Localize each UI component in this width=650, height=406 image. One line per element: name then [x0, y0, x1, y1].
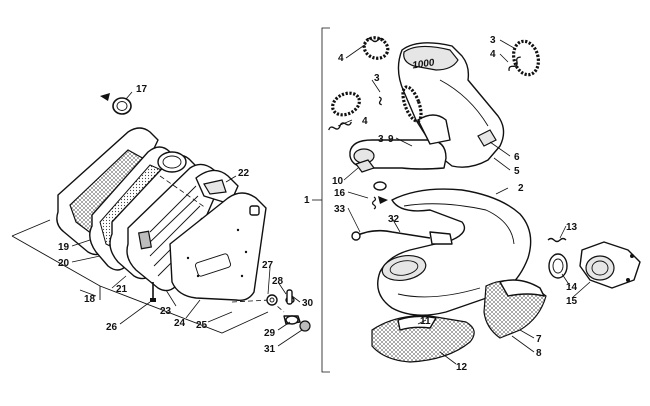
- gasket-14: [548, 253, 568, 279]
- callout-26: 26: [106, 322, 118, 333]
- callout-3a: 3: [490, 35, 496, 46]
- part-16-washer: [373, 181, 387, 191]
- callout-19: 19: [58, 242, 70, 253]
- base-outline: [11, 219, 269, 334]
- arrow-17: [100, 93, 110, 101]
- manifold-port: [585, 255, 615, 281]
- callout-21: 21: [116, 284, 128, 295]
- callout-2: 2: [518, 183, 524, 194]
- clamp-3-mid: [401, 85, 423, 123]
- muffler-neck: [417, 114, 451, 145]
- heat-shield-7: [499, 279, 545, 297]
- panel-24-tab: [249, 205, 260, 216]
- sensor-plug: [351, 231, 361, 241]
- muffler-seam: [439, 79, 489, 127]
- panel-opening: [157, 151, 187, 173]
- callout-22: 22: [238, 168, 250, 179]
- grommet-17: [112, 97, 132, 115]
- heat-shield-panel-24: [169, 192, 267, 302]
- part-10: [355, 159, 375, 173]
- callout-31: 31: [264, 344, 276, 355]
- chamber-seam-bottom: [397, 287, 481, 298]
- spring-small: [378, 96, 382, 106]
- callout-14: 14: [566, 282, 578, 293]
- sensor-33: [429, 231, 453, 245]
- callout-32: 32: [388, 214, 400, 225]
- callout-labels: 1 2 3 3 3 4 4 4 5 6 7 8 9 10 11 12 13 14…: [58, 35, 578, 373]
- mounting-bracket: [137, 230, 153, 250]
- panel-24-rivets: [186, 228, 248, 278]
- callout-24: 24: [174, 318, 186, 329]
- chamber-inlet-inner: [389, 260, 419, 276]
- panel-24-slot: [194, 253, 232, 277]
- callout-27: 27: [262, 260, 274, 271]
- grommet-17-inner: [116, 101, 128, 111]
- clamp-3-upper: [362, 36, 390, 60]
- assembly-line-2: [231, 299, 285, 313]
- callout-9: 9: [388, 134, 394, 145]
- gasket-14-inner: [552, 258, 564, 274]
- heat-label-6: [477, 129, 497, 147]
- stud-30: [286, 289, 293, 305]
- callout-29: 29: [264, 328, 276, 339]
- callout-33: 33: [334, 204, 346, 215]
- callout-17: 17: [136, 84, 148, 95]
- fastener-26-head: [150, 298, 156, 302]
- callout-13: 13: [566, 222, 578, 233]
- callout-23: 23: [160, 306, 172, 317]
- callout-18: 18: [84, 294, 96, 305]
- sensor-wire-32: [355, 229, 431, 239]
- left-assembly: [11, 93, 311, 334]
- spring-4-right: [508, 56, 521, 72]
- spring-4-upper: [365, 37, 385, 43]
- spring-16: [371, 196, 377, 210]
- manifold-bolt-a: [630, 254, 634, 258]
- callout-3c: 3: [378, 134, 384, 145]
- heat-shield-panel-23: [126, 163, 223, 292]
- chamber-seam-top: [403, 203, 515, 245]
- callout-3b: 3: [374, 73, 380, 84]
- hardware-stack: [266, 289, 311, 332]
- spring-4-lower: [328, 121, 352, 131]
- callout-20: 20: [58, 258, 70, 269]
- callout-15: 15: [566, 296, 578, 307]
- clamp-3-right: [512, 39, 540, 77]
- washer-27: [266, 294, 278, 306]
- clamp-3-lower: [331, 91, 361, 117]
- callout-6: 6: [514, 152, 520, 163]
- callout-16: 16: [334, 188, 346, 199]
- callout-28: 28: [272, 276, 284, 287]
- leader-lines: [71, 39, 591, 365]
- muffler: [397, 42, 505, 168]
- callout-5: 5: [514, 166, 520, 177]
- manifold-port-inner: [591, 260, 609, 276]
- panel-22-clip: [203, 179, 227, 195]
- right-assembly: 1000: [321, 27, 641, 373]
- assembly-line-1: [159, 175, 207, 209]
- callout-7: 7: [536, 334, 542, 345]
- heat-shield-11: [397, 315, 437, 331]
- callout-4b: 4: [490, 49, 496, 60]
- nut-31: [299, 320, 311, 332]
- callout-4a: 4: [338, 53, 344, 64]
- panel-opening-inner: [162, 155, 182, 169]
- callout-12: 12: [456, 362, 468, 373]
- callout-11: 11: [420, 316, 431, 327]
- callout-30: 30: [302, 298, 314, 309]
- callout-10: 10: [332, 176, 344, 187]
- spring-13: [547, 237, 567, 243]
- callout-8: 8: [536, 348, 542, 359]
- arrow-16: [378, 196, 388, 204]
- callout-1: 1: [304, 195, 310, 206]
- callout-4c: 4: [362, 116, 368, 127]
- muffler-end-cap: [403, 45, 459, 71]
- manifold-bolt-b: [626, 278, 630, 282]
- group-bracket: [321, 27, 330, 373]
- muffler-logo-text: 1000: [412, 57, 436, 71]
- callout-25: 25: [196, 320, 208, 331]
